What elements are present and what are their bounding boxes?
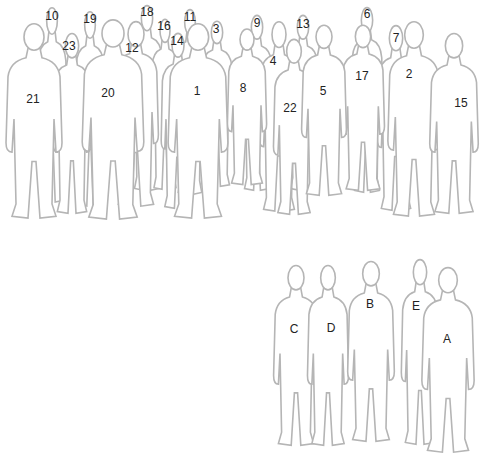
callout-label: 15: [454, 97, 467, 109]
callout-label: A: [443, 333, 451, 345]
callout-label: D: [327, 322, 336, 334]
callout-label: E: [412, 300, 420, 312]
callout-label: 14: [170, 35, 183, 47]
callout-label: 11: [184, 11, 196, 23]
callout-label: B: [366, 298, 374, 310]
callout-label: 19: [83, 13, 96, 25]
callout-label: 7: [393, 32, 400, 44]
callout-label: 8: [240, 82, 247, 94]
callout-label: 1: [194, 85, 201, 97]
callout-label: 6: [364, 8, 371, 20]
callout-label: 13: [296, 18, 309, 30]
callout-label: 4: [270, 55, 277, 67]
callout-label: 21: [26, 93, 39, 105]
callout-label: 22: [283, 102, 296, 114]
callout-label: 17: [355, 70, 368, 82]
callout-label: 16: [157, 20, 170, 32]
callout-label: 23: [62, 40, 75, 52]
callout-label: 20: [101, 87, 114, 99]
callout-label: 3: [213, 23, 220, 35]
callout-label: 18: [140, 6, 153, 18]
callout-label: 12: [125, 42, 138, 54]
callout-label: C: [290, 323, 299, 335]
callout-label: 9: [254, 17, 261, 29]
callout-label: 2: [406, 68, 413, 80]
crowd: [6, 6, 478, 219]
group: [274, 260, 475, 453]
callout-label: 5: [320, 85, 327, 97]
callout-label: 10: [45, 10, 58, 22]
